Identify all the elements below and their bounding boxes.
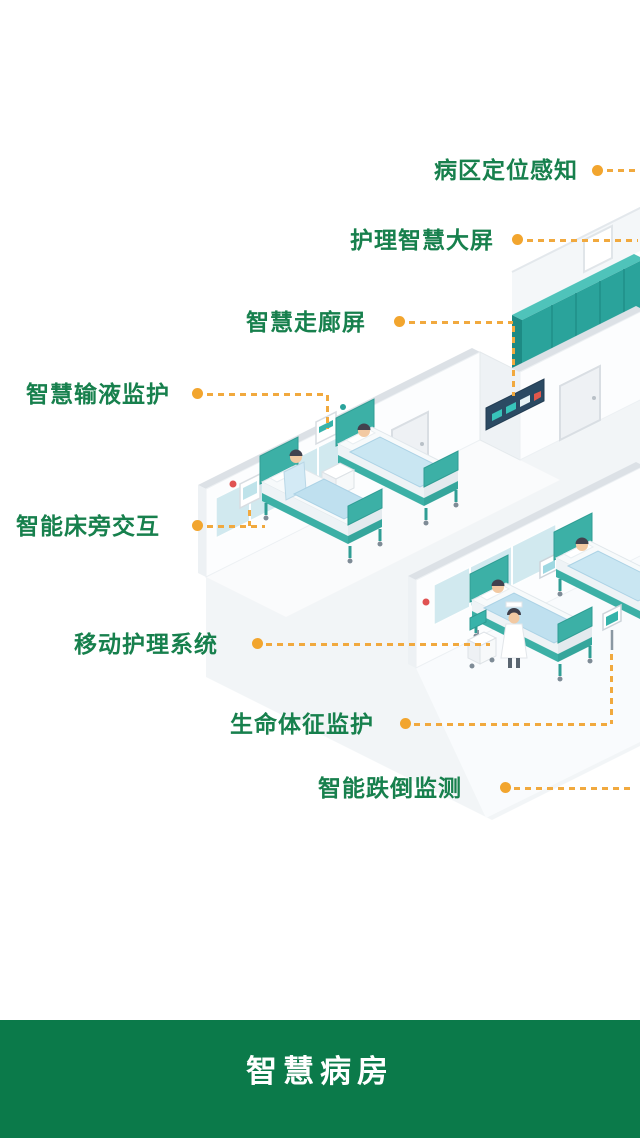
nurse-call-button [422,598,430,606]
callout-label-ward-positioning: 病区定位感知 [434,157,578,183]
leader-line [326,395,329,429]
nurse [500,601,528,668]
callout-label-nursing-big-screen: 护理智慧大屏 [350,227,494,253]
callout-label-infusion-monitoring: 智慧输液监护 [26,381,170,407]
blanket [566,550,640,602]
leader-line [414,723,610,726]
hospital-bed [259,436,384,564]
callout-label-bedside-interaction: 智能床旁交互 [16,513,160,539]
footer-bar: 智慧病房 [0,1020,640,1138]
leader-line [248,510,251,526]
callout-label-vital-signs: 生命体征监护 [230,711,374,737]
leader-line [207,525,265,528]
leader-line [409,321,513,324]
leader-line [610,654,613,724]
callout-dot [500,782,511,793]
hospital-bed [553,512,640,619]
device-indicator [340,404,346,410]
back-door [583,224,613,274]
callout-label-corridor-screen: 智慧走廊屏 [246,309,366,335]
callout-dot [400,718,411,729]
leader-line [527,239,638,242]
leader-line [514,787,632,790]
callout-dot [252,638,263,649]
callout-label-fall-detection: 智能跌倒监测 [318,775,462,801]
vitals-monitor [602,603,622,650]
callout-dot [512,234,523,245]
ward-door [559,364,601,442]
callout-label-mobile-nursing: 移动护理系统 [74,631,218,657]
callout-dot [592,165,603,176]
leader-line [607,169,640,172]
leader-line [266,643,490,646]
footer-title: 智慧病房 [246,1053,394,1089]
callout-dot [192,520,203,531]
hospital-bed [335,398,460,526]
nurse-call-button [229,480,237,488]
callout-dot [192,388,203,399]
callout-dot [394,316,405,327]
corridor-screen-display [485,378,545,431]
leader-line [207,393,327,396]
leader-line [512,326,515,396]
